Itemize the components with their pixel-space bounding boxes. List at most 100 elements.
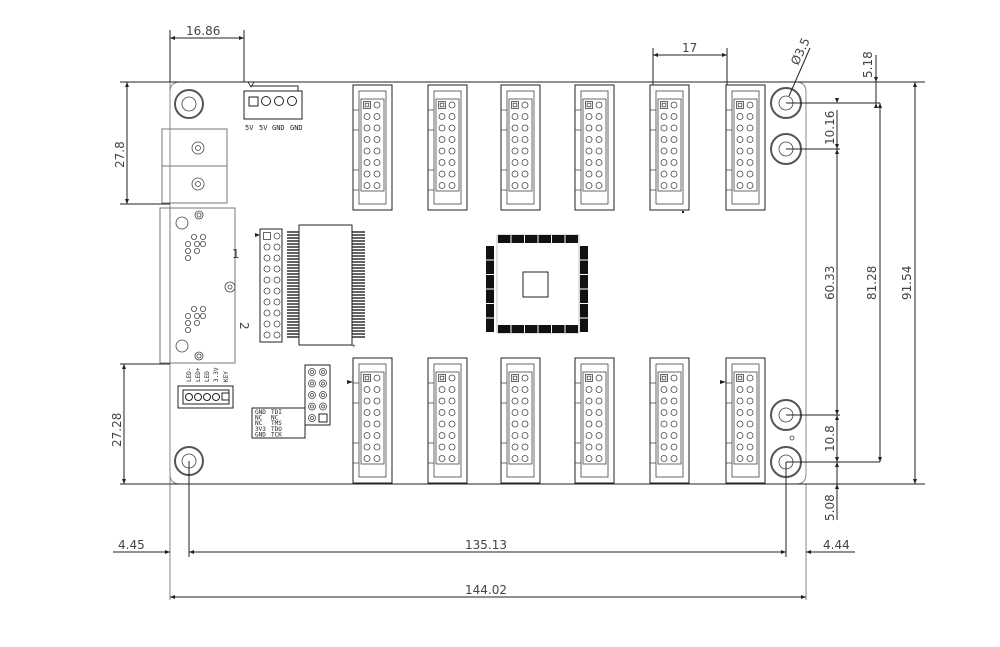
connector-inner — [433, 363, 462, 478]
pin-1-square — [511, 374, 519, 382]
pin — [670, 443, 678, 451]
board-outline — [169, 81, 807, 600]
pin — [736, 455, 744, 462]
pin — [373, 136, 381, 143]
pin — [448, 409, 456, 416]
mounting-holes — [174, 87, 802, 478]
jtag-pin-hole — [310, 370, 314, 374]
pin — [585, 397, 593, 405]
pin — [585, 420, 593, 428]
pin — [670, 397, 678, 405]
pin-1-mark — [586, 375, 592, 381]
pin-1-square — [263, 232, 271, 240]
pin — [736, 170, 744, 178]
dim-bottom-edge-to-hole: 5.08 — [823, 494, 837, 521]
pin — [373, 455, 381, 462]
mounting-hole-top-left — [174, 89, 204, 119]
pin — [595, 136, 603, 143]
pin — [521, 124, 529, 132]
chip-pin-top — [511, 235, 524, 243]
rj45-pin — [184, 312, 191, 319]
header-pin — [273, 331, 281, 339]
jtag-pin-hole — [321, 393, 325, 397]
dim-board-height: 91.54 — [900, 266, 914, 300]
pin — [595, 432, 603, 439]
pin — [595, 124, 603, 132]
pin — [521, 113, 529, 120]
pin — [585, 170, 593, 178]
pin — [595, 397, 603, 405]
dim-top-left-offset: 16.86 — [186, 24, 220, 38]
connector-inner — [580, 90, 609, 205]
pin — [438, 136, 446, 143]
pin — [511, 113, 519, 120]
pin-1-square — [511, 101, 519, 109]
key-notch — [501, 109, 507, 191]
arrow-head — [165, 550, 170, 554]
arrow-head — [878, 457, 882, 462]
pin — [521, 136, 529, 143]
svg-text:+: + — [352, 343, 356, 350]
pin — [363, 124, 371, 132]
pin — [373, 159, 381, 166]
chip-pin-bottom — [538, 325, 551, 333]
dim-top-edge-to-hole: 5.18 — [861, 51, 875, 78]
dim-left-upper-height: 27.8 — [113, 141, 127, 168]
rj45-pin — [199, 305, 206, 312]
pin — [511, 420, 519, 428]
pin — [373, 420, 381, 428]
pin — [438, 170, 446, 178]
key-notch — [575, 109, 581, 191]
arrow-head — [239, 36, 244, 40]
pin — [746, 101, 754, 109]
header-pin — [263, 320, 271, 328]
arrow-head — [170, 36, 175, 40]
jtag-label-right: TDO — [271, 426, 282, 433]
key-notch — [353, 382, 359, 464]
pin — [670, 136, 678, 143]
jtag-pin — [308, 391, 316, 399]
rj45-pin — [193, 247, 200, 254]
connector-housing — [500, 357, 541, 484]
dim-hole-span-outer: 81.28 — [865, 266, 879, 300]
pin — [363, 455, 371, 462]
pin-field — [508, 98, 533, 192]
pin — [363, 409, 371, 416]
arrow-head — [189, 550, 194, 554]
pin — [448, 397, 456, 405]
key-notch — [650, 382, 656, 464]
dim-connector-pitch: 17 — [682, 41, 697, 55]
key-notch — [726, 382, 732, 464]
rj45-pin — [193, 312, 200, 319]
jtag-label-right: NC — [271, 415, 279, 422]
pin — [585, 409, 593, 416]
pin — [511, 182, 519, 189]
pin — [521, 432, 529, 439]
pin — [438, 386, 446, 393]
pin-1-mark — [661, 375, 667, 381]
header-pin — [263, 243, 271, 251]
jtag-pin — [308, 402, 316, 411]
pin — [373, 101, 381, 109]
arrow-head — [122, 479, 126, 484]
pin-1-square — [660, 101, 668, 109]
arrow-head — [835, 484, 839, 489]
connector-inner — [580, 363, 609, 478]
pin — [521, 420, 529, 428]
arrow-head — [878, 103, 882, 108]
header-pin — [273, 243, 281, 251]
pin — [595, 113, 603, 120]
chip-pin-left — [486, 260, 494, 274]
pin — [521, 397, 529, 405]
pin — [746, 443, 754, 451]
pin — [660, 455, 668, 462]
pin — [736, 136, 744, 143]
key-notch — [575, 382, 581, 464]
pin — [438, 124, 446, 132]
led-connector — [177, 385, 234, 409]
pin-1-mark — [586, 102, 592, 108]
arrow-head — [835, 410, 839, 415]
jtag-label-left: NC — [255, 420, 263, 427]
pin — [521, 147, 529, 155]
pin-1-marker — [255, 233, 260, 237]
